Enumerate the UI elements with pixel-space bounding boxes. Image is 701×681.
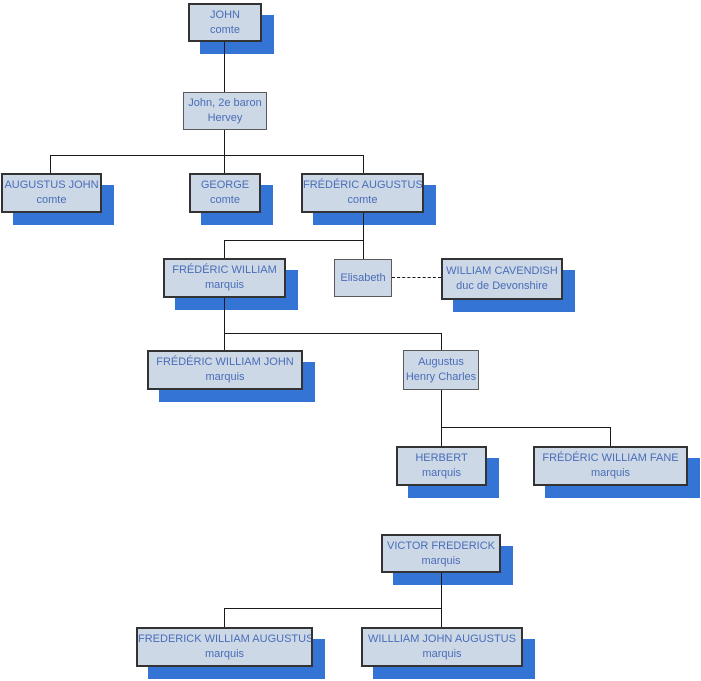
connector-line xyxy=(50,155,364,156)
person-title: marquis xyxy=(421,467,462,479)
person-name: John, 2e baron xyxy=(188,97,262,109)
connector-line xyxy=(441,427,442,446)
person-title: Hervey xyxy=(207,112,243,124)
person-title: Henry Charles xyxy=(405,371,477,383)
connector-line xyxy=(441,427,611,428)
connector-line xyxy=(363,213,364,240)
connector-line xyxy=(224,608,225,627)
connector-line xyxy=(224,155,225,173)
person-name: FRÉDÉRIC WILLIAM FANE xyxy=(542,452,679,464)
person-title: marquis xyxy=(421,554,461,567)
connector-line xyxy=(224,42,225,92)
tree-node-frederic-augustus: FRÉDÉRIC AUGUSTUS comte xyxy=(301,173,424,213)
person-name: HERBERT xyxy=(415,452,468,464)
tree-node-william-cavendish: WILLIAM CAVENDISH duc de Devonshire xyxy=(441,258,563,300)
tree-node-elisabeth: Elisabeth xyxy=(334,259,392,297)
person-name: FREDERICK WILLIAM AUGUSTUS xyxy=(138,633,313,645)
connector-line xyxy=(610,427,611,446)
connector-line xyxy=(224,608,442,609)
marriage-dashed-line xyxy=(392,277,441,279)
person-name: GEORGE xyxy=(200,179,250,191)
person-name: WILLLIAM JOHN AUGUSTUS xyxy=(368,633,516,645)
person-title: comte xyxy=(210,194,240,206)
connector-line xyxy=(441,573,442,608)
tree-node-victor-frederick: VICTOR FREDERICK marquis xyxy=(381,534,501,573)
person-title: duc de Devonshire xyxy=(456,280,548,292)
tree-node-frederic-william-john: FRÉDÉRIC WILLIAM JOHN marquis xyxy=(147,350,303,390)
connector-line xyxy=(224,130,225,155)
person-title: marquis xyxy=(205,371,245,383)
person-name: FRÉDÉRIC WILLIAM JOHN xyxy=(156,356,294,368)
person-name: Elisabeth xyxy=(340,271,386,284)
tree-node-augustus-john: AUGUSTUS JOHN comte xyxy=(1,173,102,213)
connector-line xyxy=(224,333,225,350)
connector-line xyxy=(363,155,364,173)
connector-line xyxy=(441,608,442,627)
person-title: marquis xyxy=(204,279,245,291)
person-title: comte xyxy=(36,194,67,206)
person-title: marquis xyxy=(204,648,245,660)
tree-node-frederic-william: FRÉDÉRIC WILLIAM marquis xyxy=(163,258,286,298)
person-name: VICTOR FREDERICK xyxy=(387,539,495,552)
tree-node-george: GEORGE comte xyxy=(189,173,261,213)
person-title: marquis xyxy=(590,467,631,479)
connector-line xyxy=(224,333,442,334)
tree-node-john: JOHN comte xyxy=(188,3,262,42)
person-name: WILLIAM CAVENDISH xyxy=(446,265,558,277)
person-name: FRÉDÉRIC WILLIAM xyxy=(172,264,277,276)
connector-line xyxy=(50,155,51,173)
person-title: comte xyxy=(347,194,378,206)
connector-line xyxy=(441,333,442,350)
person-name: AUGUSTUS JOHN xyxy=(4,179,99,191)
person-title: marquis xyxy=(422,648,462,660)
connector-line xyxy=(224,298,225,333)
person-name: FRÉDÉRIC AUGUSTUS xyxy=(303,179,423,191)
tree-node-frederick-william-augustus: FREDERICK WILLIAM AUGUSTUS marquis xyxy=(136,627,313,667)
person-name: JOHN xyxy=(210,8,240,21)
tree-node-herbert: HERBERT marquis xyxy=(396,446,487,486)
person-name: Augustus xyxy=(418,356,464,368)
connector-line xyxy=(363,240,364,259)
person-title: comte xyxy=(210,23,240,36)
connector-line xyxy=(441,390,442,427)
tree-node-willliam-john-augustus: WILLLIAM JOHN AUGUSTUS marquis xyxy=(361,627,523,667)
connector-line xyxy=(224,240,364,241)
connector-line xyxy=(224,240,225,258)
tree-node-frederic-william-fane: FRÉDÉRIC WILLIAM FANE marquis xyxy=(533,446,688,486)
